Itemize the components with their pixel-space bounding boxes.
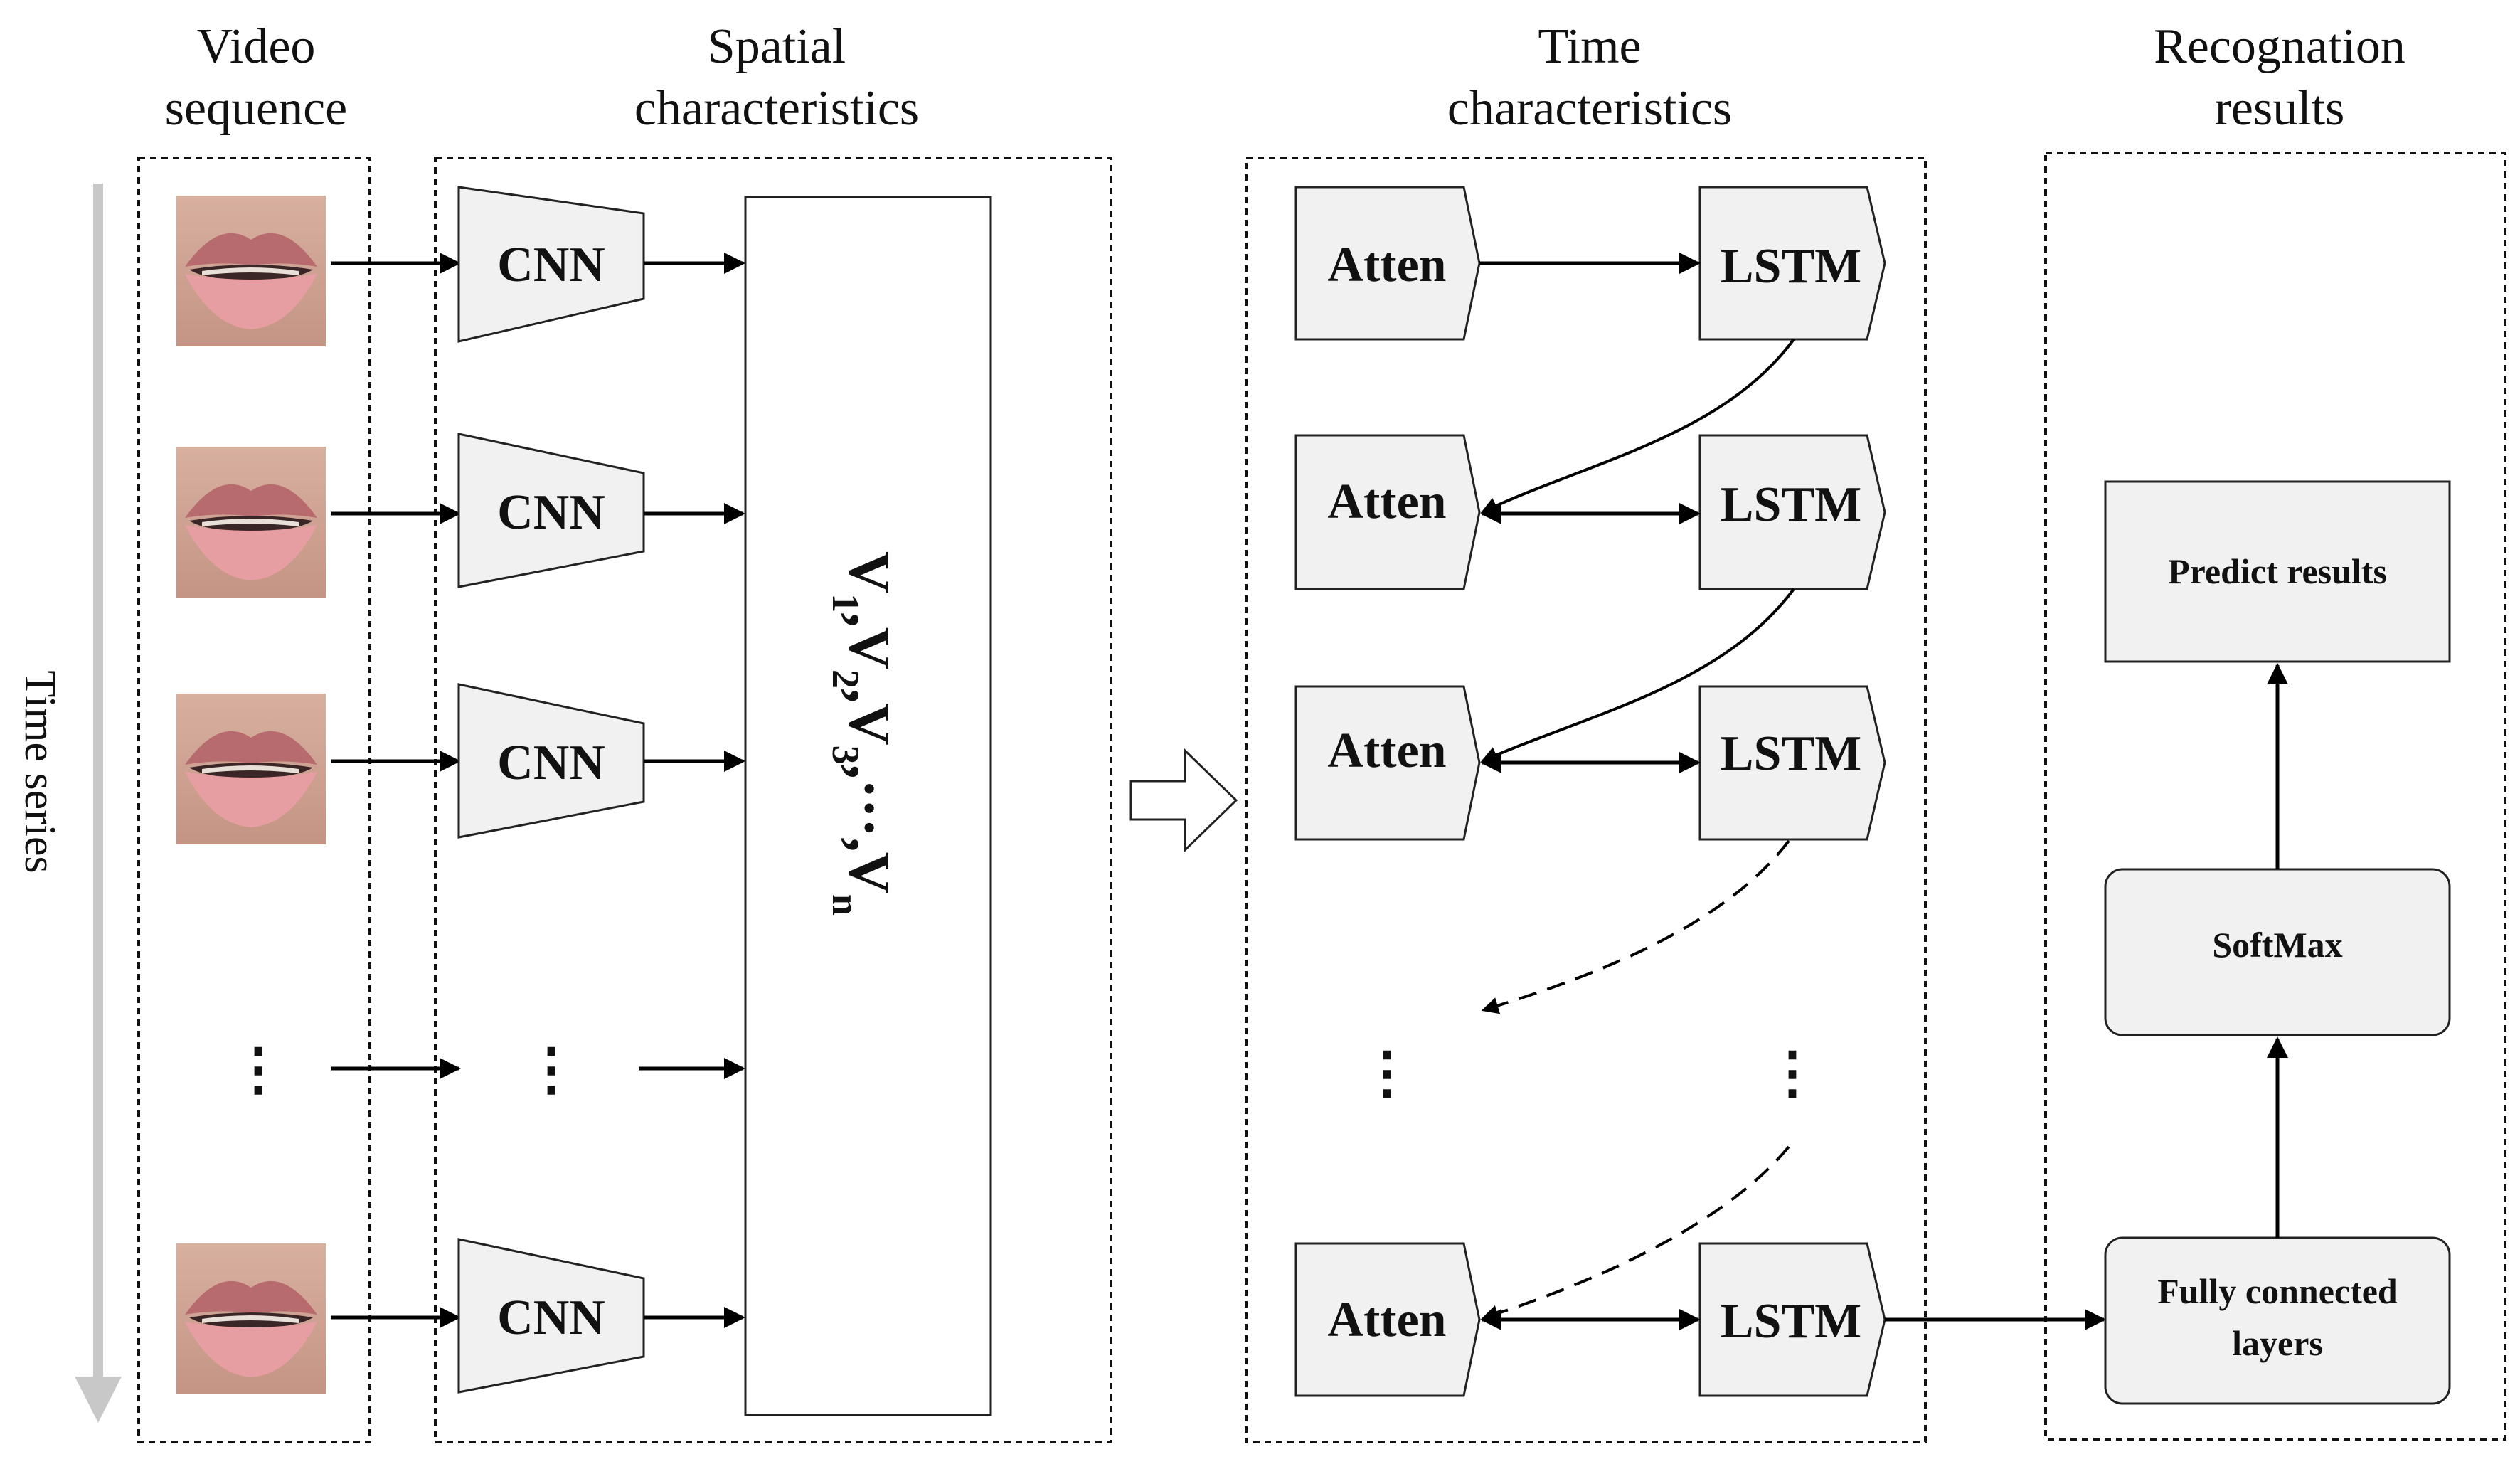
recognition-box bbox=[2044, 152, 2506, 1441]
recognition-title-line2: results bbox=[2215, 81, 2345, 136]
lip-frame-1 bbox=[176, 196, 326, 346]
curve-lstm2-atten3 bbox=[1480, 588, 1795, 763]
lstm-label: LSTM bbox=[1721, 477, 1861, 532]
lstm-block-5: LSTM bbox=[1698, 1242, 1886, 1397]
time-title-line2: characteristics bbox=[1447, 81, 1732, 136]
cnn-shape bbox=[457, 683, 645, 839]
atten-shape bbox=[1294, 685, 1481, 841]
cnn-label: CNN bbox=[497, 485, 605, 540]
comma-3: , bbox=[837, 765, 902, 780]
lip-frame-5 bbox=[176, 1243, 326, 1394]
atten-block-5: Atten bbox=[1294, 1242, 1481, 1397]
lstm-shape bbox=[1698, 434, 1886, 590]
curve-lstm3-ellipsis bbox=[1481, 839, 1790, 1014]
comma-4: , bbox=[837, 837, 902, 852]
feature-vector-label: V1,V2,V3,···,Vn bbox=[824, 551, 902, 916]
cnn-shape bbox=[457, 433, 645, 588]
atten-label: Atten bbox=[1327, 723, 1446, 778]
time-box bbox=[1245, 157, 1927, 1443]
fully-connected-label-line2: layers bbox=[2232, 1323, 2323, 1363]
lstm-block-1: LSTM bbox=[1698, 186, 1886, 341]
vector-ellipsis: ··· bbox=[837, 779, 902, 837]
recognition-title-line1: Recognation bbox=[2154, 19, 2405, 74]
atten-ellipsis: ⋮ bbox=[1359, 1042, 1415, 1105]
lstm-shape bbox=[1698, 186, 1886, 341]
lstm-shape bbox=[1698, 685, 1886, 841]
cnn-block-2: CNN bbox=[457, 433, 645, 588]
video-sequence-title-line2: sequence bbox=[165, 81, 348, 136]
cnn-label: CNN bbox=[497, 238, 605, 292]
transition-arrow bbox=[1129, 748, 1238, 853]
fully-connected-shape bbox=[2104, 1236, 2451, 1405]
video-sequence-box bbox=[137, 157, 371, 1443]
time-series-arrowhead bbox=[75, 1377, 122, 1423]
atten-block-3: Atten bbox=[1294, 685, 1481, 841]
video-sequence-title-line1: Video bbox=[197, 19, 316, 74]
v3-symbol: V bbox=[837, 703, 902, 745]
cnn-block-3: CNN bbox=[457, 683, 645, 839]
predict-results-shape bbox=[2104, 480, 2451, 663]
atten-label: Atten bbox=[1327, 1293, 1446, 1347]
curve-ellipsis-atten5 bbox=[1481, 1145, 1790, 1322]
comma-2: , bbox=[837, 689, 902, 704]
v3-subscript: 3 bbox=[824, 746, 867, 765]
lstm-label: LSTM bbox=[1721, 726, 1861, 781]
lip-frame-3 bbox=[176, 694, 326, 844]
lstm-block-2: LSTM bbox=[1698, 434, 1886, 590]
v1-subscript: 1 bbox=[824, 593, 867, 612]
cnn-label: CNN bbox=[497, 736, 605, 790]
lstm-ellipsis: ⋮ bbox=[1764, 1042, 1821, 1105]
spatial-title-line2: characteristics bbox=[634, 81, 919, 136]
cnn-ellipsis: ⋮ bbox=[523, 1039, 580, 1101]
v2-subscript: 2 bbox=[824, 669, 867, 689]
feature-vector-box bbox=[744, 196, 992, 1416]
atten-label: Atten bbox=[1327, 474, 1446, 529]
frames-ellipsis: ⋮ bbox=[230, 1039, 287, 1101]
lip-frame-2 bbox=[176, 447, 326, 598]
atten-shape bbox=[1294, 1242, 1481, 1397]
fully-connected-box: Fully connected layers bbox=[2104, 1236, 2451, 1405]
cnn-shape bbox=[457, 186, 645, 343]
cnn-shape bbox=[457, 1238, 645, 1394]
vn-subscript: n bbox=[824, 894, 867, 916]
v2-symbol: V bbox=[837, 627, 902, 669]
spatial-title-line1: Spatial bbox=[708, 19, 846, 74]
time-series-label: Time series bbox=[16, 670, 64, 873]
curve-lstm1-atten2 bbox=[1480, 338, 1795, 514]
lstm-label: LSTM bbox=[1721, 1294, 1861, 1349]
lstm-label: LSTM bbox=[1721, 239, 1861, 294]
vn-symbol: V bbox=[837, 852, 902, 894]
predict-results-label: Predict results bbox=[2168, 551, 2387, 591]
softmax-box: SoftMax bbox=[2104, 868, 2451, 1036]
cnn-block-1: CNN bbox=[457, 186, 645, 343]
comma-1: , bbox=[837, 612, 902, 627]
atten-block-2: Atten bbox=[1294, 434, 1481, 590]
atten-label: Atten bbox=[1327, 238, 1446, 292]
atten-block-1: Atten bbox=[1294, 186, 1481, 341]
atten-shape bbox=[1294, 186, 1481, 341]
predict-results-box: Predict results bbox=[2104, 480, 2451, 663]
atten-shape bbox=[1294, 434, 1481, 590]
time-title-line1: Time bbox=[1538, 19, 1641, 74]
cnn-label: CNN bbox=[497, 1290, 605, 1345]
v1-symbol: V bbox=[837, 551, 902, 593]
softmax-label: SoftMax bbox=[2212, 925, 2342, 965]
lstm-block-3: LSTM bbox=[1698, 685, 1886, 841]
fully-connected-label-line1: Fully connected bbox=[2157, 1271, 2398, 1311]
cnn-block-5: CNN bbox=[457, 1238, 645, 1394]
lstm-shape bbox=[1698, 1242, 1886, 1397]
